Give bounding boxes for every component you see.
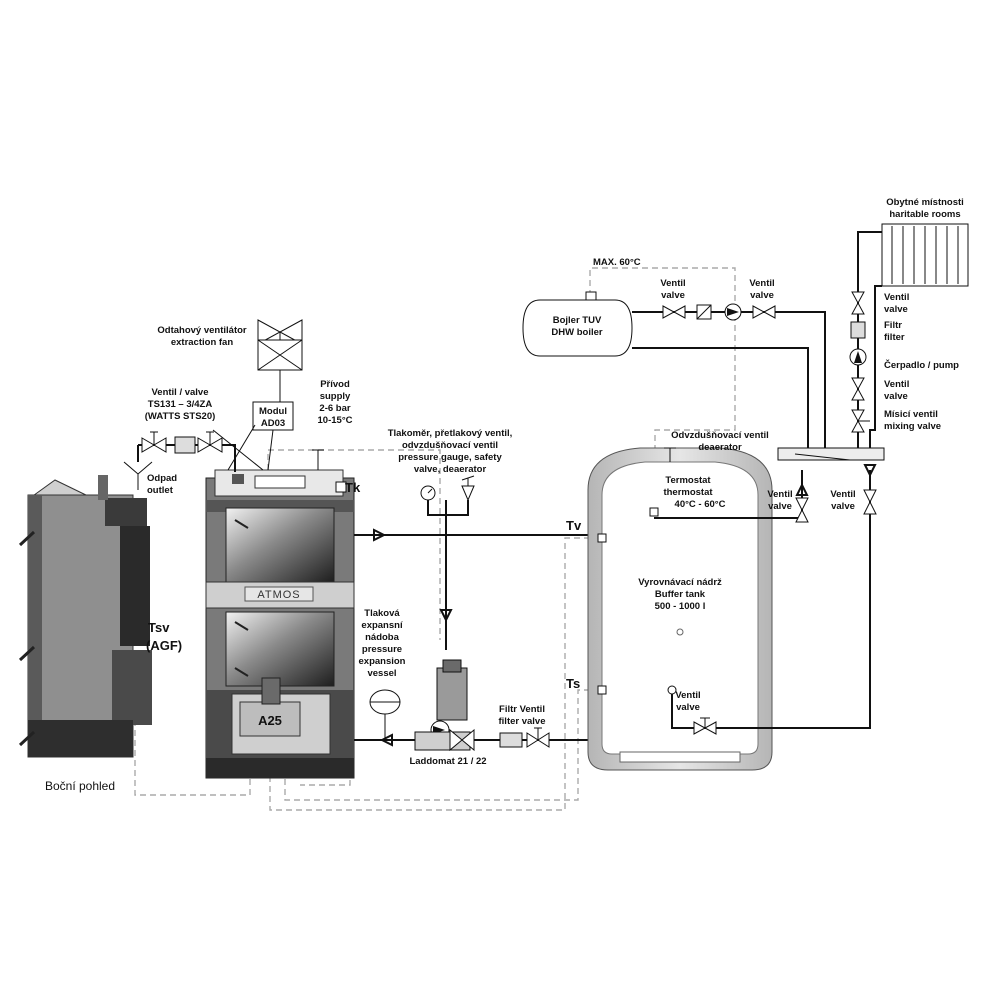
extraction-fan [257,319,303,402]
deaerator-en: deaerator [698,442,742,453]
thermostat-en: thermostat [663,487,713,498]
boiler-brand: ATMOS [257,589,300,601]
tank-line2: Buffer tank [655,589,706,600]
heat-valve1-en: valve [884,304,908,315]
pressure-gauge [420,485,436,501]
supply-line4: 10-15°C [318,415,353,426]
valve-ts-line3: (WATTS STS20) [145,411,216,422]
outlet-cz: Odpad [147,473,177,484]
distribution-header [777,447,885,461]
dhw-valve2-en: valve [750,290,774,301]
valve-ts-line1: Ventil / valve [151,387,208,398]
expansion-line3: nádoba [365,632,399,643]
rooms-en: haritable rooms [889,209,960,220]
dhw-pipes [632,303,826,448]
deaerator-cz: Odvzdušňovací ventil [671,430,769,441]
dhw-valve1-cz: Ventil [660,278,685,289]
riser-valve1-en: valve [768,501,792,512]
riser-valve2-en: valve [831,501,855,512]
dhw-en: DHW boiler [551,327,602,338]
laddomat-unit [414,659,475,752]
tank-line1: Vyrovnávací nádrž [638,577,722,588]
heat-pump: Čerpadlo / pump [884,359,959,371]
tank-line3: 500 - 1000 l [655,601,706,612]
dhw-valve1-en: valve [661,290,685,301]
outlet-en: outlet [147,485,174,496]
ts-label: Ts [566,676,580,691]
valve-ts-line2: TS131 – 3/4ZA [148,399,213,410]
laddomat-label: Laddomat 21 / 22 [409,756,486,767]
expansion-line6: vessel [367,668,396,679]
side-view-boiler [18,475,152,758]
fan-label-cz: Odtahový ventilátor [157,325,247,336]
mixing-valve-cz: Mísicí ventil [884,409,938,420]
tank-valve-cz: Ventil [675,690,700,701]
dhw-valve2-cz: Ventil [749,278,774,289]
gauge-line1: Tlakoměr, přetlakový ventil, [388,428,513,439]
heat-filter-cz: Filtr [884,320,902,331]
main-boiler [205,469,355,779]
heat-valve2-en: valve [884,391,908,402]
thermostat-sensor [649,507,659,517]
expansion-line2: expansní [361,620,403,631]
heat-valve1-cz: Ventil [884,292,909,303]
gauge-line2: odvzdušňovací ventil [402,440,498,451]
supply-line1: Přívod [320,379,350,390]
thermostat-cz: Termostat [665,475,711,486]
heating-circuit [849,223,969,448]
expansion-line1: Tlaková [364,608,400,619]
thermostat-range: 40°C - 60°C [675,499,726,510]
buffer-tank [587,447,773,771]
burner-label: A25 [258,713,282,728]
gauge-line4: valve, deaerator [414,464,487,475]
riser-valve1-cz: Ventil [767,489,792,500]
dhw-max: MAX. 60°C [593,257,641,268]
tsv-label: Tsv [148,620,170,635]
filter-valve-line2: filter valve [499,716,546,727]
tank-valve-en: valve [676,702,700,713]
heat-filter-en: filter [884,332,905,343]
module-line2: AD03 [261,418,285,429]
tk-label: Tk [345,480,361,495]
agf-label: (AGF) [146,638,182,653]
thermal-valve-assembly [123,431,236,490]
expansion-line4: pressure [362,644,402,655]
riser-valve2-cz: Ventil [830,489,855,500]
mixing-valve-en: mixing valve [884,421,941,432]
supply-line3: 2-6 bar [319,403,350,414]
module-box [252,401,294,431]
dhw-boiler [522,291,633,357]
tank-pipes [654,464,877,735]
fan-label-en: extraction fan [171,337,233,348]
expansion-line5: expansion [359,656,406,667]
filter-valve-line1: Filtr Ventil [499,704,545,715]
supply-line2: supply [320,391,351,402]
side-view-caption: Boční pohled [45,779,115,793]
module-line1: Modul [259,406,287,417]
gauge-line3: pressure gauge, safety [398,452,502,463]
return-filter-valve [499,727,550,748]
safety-valve-icon [461,475,475,502]
expansion-vessel [369,689,401,740]
heat-valve2-cz: Ventil [884,379,909,390]
dhw-cz: Bojler TUV [553,315,602,326]
tv-label: Tv [566,518,582,533]
rooms-cz: Obytné místnosti [886,197,964,208]
